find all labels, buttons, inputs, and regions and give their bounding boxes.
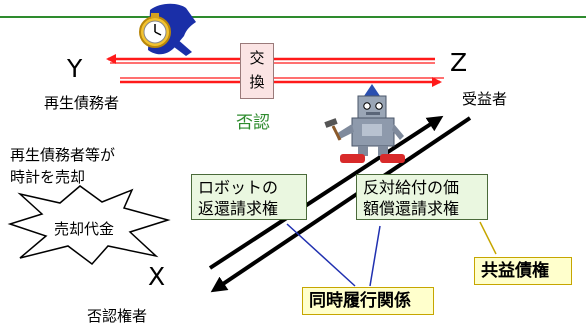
explosion-burst-icon [7, 185, 171, 266]
watch-icon [139, 3, 196, 56]
robot-return-claim-line-1: ロボットの [198, 178, 279, 197]
pointer-to-counter-claim [369, 225, 381, 287]
party-x-role: 否認権者 [87, 307, 148, 325]
party-y-letter: Y [67, 54, 83, 83]
party-z-role: 受益者 [462, 90, 508, 108]
exchange-line-1: 交 [249, 49, 265, 67]
arrow-up-to-z [208, 115, 444, 270]
robot-return-claim-box: ロボットの 返還請求権 [191, 174, 307, 220]
common-benefit-box: 共益債権 [474, 257, 572, 285]
pointer-to-common-benefit [479, 221, 497, 255]
party-x-letter: X [148, 262, 166, 291]
sale-note-line-2: 時計を売却 [10, 168, 86, 186]
pointer-to-robot-claim [286, 223, 356, 287]
robot-icon [324, 84, 405, 163]
counter-value-claim-line-2: 額償還請求権 [363, 199, 460, 218]
common-benefit-label: 共益債権 [481, 261, 549, 281]
counter-value-claim-line-1: 反対給付の価 [363, 178, 460, 197]
counter-value-claim-box: 反対給付の価 額償還請求権 [356, 174, 488, 220]
simultaneous-performance-label: 同時履行関係 [309, 291, 411, 311]
exchange-arrow-to-z [120, 77, 444, 87]
sale-note-line-1: 再生債務者等が [10, 146, 116, 164]
arrow-down-to-x [210, 116, 472, 293]
exchange-line-2: 換 [249, 73, 265, 91]
exchange-box: 交 換 [240, 43, 274, 99]
party-y-role: 再生債務者 [44, 94, 120, 112]
party-z-letter: Z [450, 48, 468, 77]
burst-label: 売却代金 [54, 220, 115, 238]
simultaneous-performance-box: 同時履行関係 [302, 287, 434, 315]
robot-return-claim-line-2: 返還請求権 [198, 199, 279, 218]
denial-label: 否認 [236, 113, 270, 133]
